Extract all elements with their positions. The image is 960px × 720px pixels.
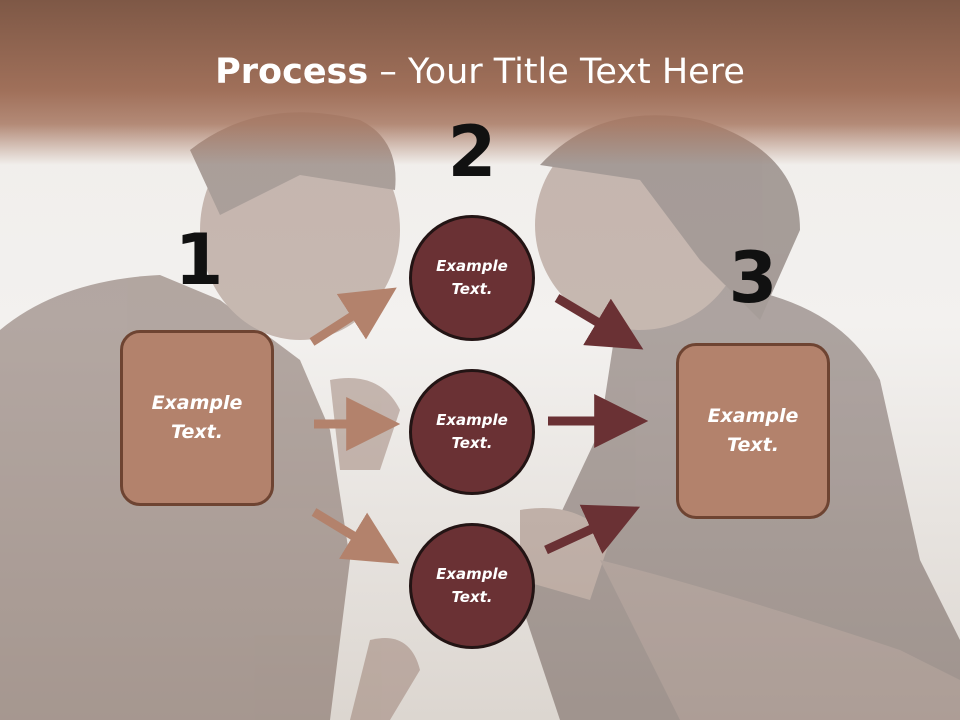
step-1-text-line1: Example	[151, 392, 243, 414]
step-1-number: 1	[174, 219, 224, 301]
arrow-2c-to-3	[544, 504, 641, 555]
arrow-1-to-2a	[309, 287, 397, 346]
step-2c-text-line2: Text.	[451, 588, 493, 606]
step-2-number: 2	[447, 111, 497, 193]
title-bold: Process	[215, 52, 369, 92]
step-2b-text-line1: Example	[436, 411, 508, 429]
step-3-text-line2: Text.	[727, 434, 779, 456]
step-2b-text-line2: Text.	[451, 434, 493, 452]
step-3-text-line1: Example	[707, 405, 799, 427]
title-band	[0, 0, 960, 165]
step-3-number: 3	[728, 237, 778, 319]
step-2c-text-line1: Example	[436, 565, 508, 583]
step-2a-text-line1: Example	[436, 257, 508, 275]
arrow-2a-to-3	[554, 294, 644, 350]
slide-title: Process – Your Title Text Here	[0, 52, 960, 92]
title-rest: – Your Title Text Here	[368, 52, 745, 92]
step-2a-text-line2: Text.	[451, 280, 493, 298]
step-1-text-line2: Text.	[171, 421, 223, 443]
arrow-1-to-2c	[311, 508, 400, 564]
